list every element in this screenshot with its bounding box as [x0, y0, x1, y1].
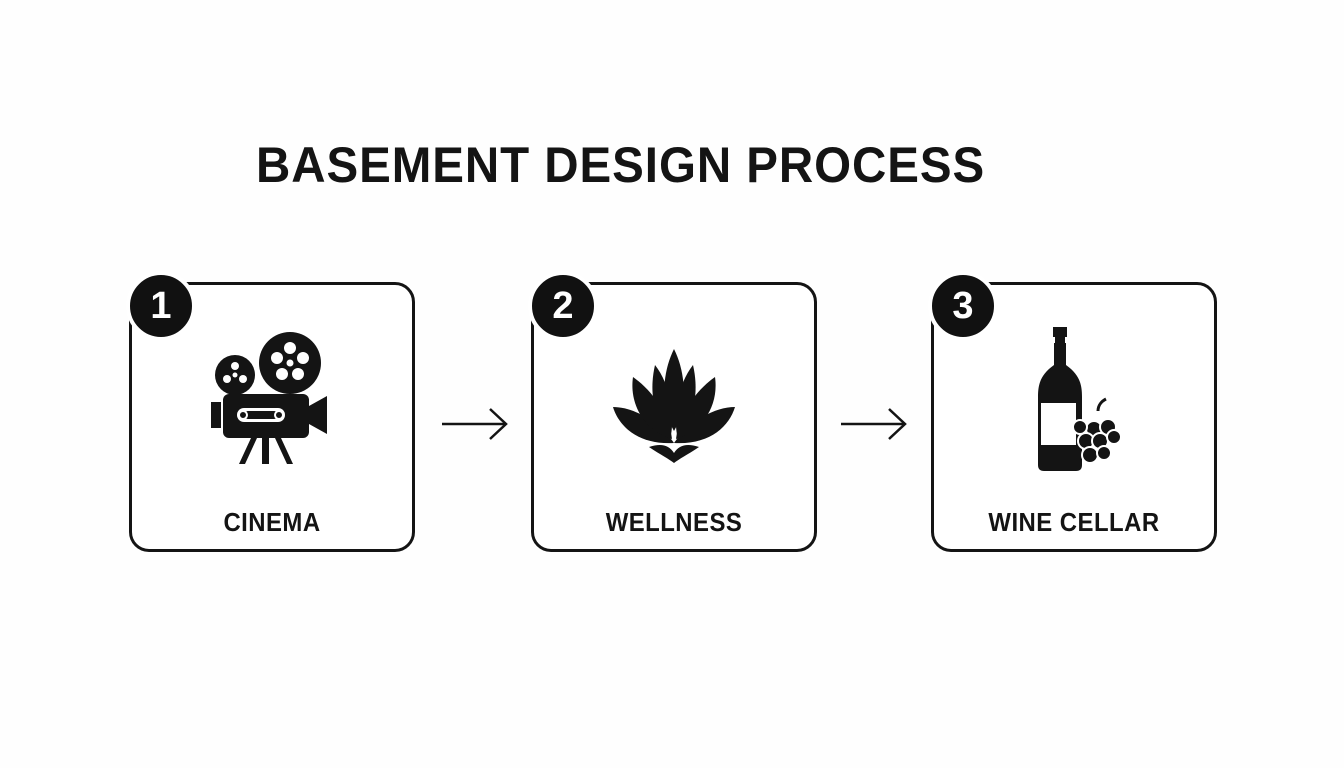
step-card-cinema: 1 — [126, 271, 415, 552]
arrow-right-icon — [841, 408, 907, 440]
wine-bottle-grapes-icon — [934, 325, 1214, 475]
arrow-right-icon — [442, 408, 508, 440]
step-label: WELLNESS — [605, 507, 743, 537]
step-label: CINEMA — [223, 507, 321, 537]
film-camera-icon — [132, 325, 412, 475]
lotus-icon — [534, 325, 814, 475]
step-number-badge: 1 — [126, 271, 196, 341]
step-number-badge: 2 — [528, 271, 598, 341]
step-card-wine-cellar: 3 WINE CELLAR — [928, 271, 1217, 552]
page-title: BASEMENT DESIGN PROCESS — [256, 137, 986, 193]
step-number-badge: 3 — [928, 271, 998, 341]
step-label: WINE CELLAR — [988, 507, 1160, 537]
step-card-wellness: 2 WELLNESS — [528, 271, 817, 552]
